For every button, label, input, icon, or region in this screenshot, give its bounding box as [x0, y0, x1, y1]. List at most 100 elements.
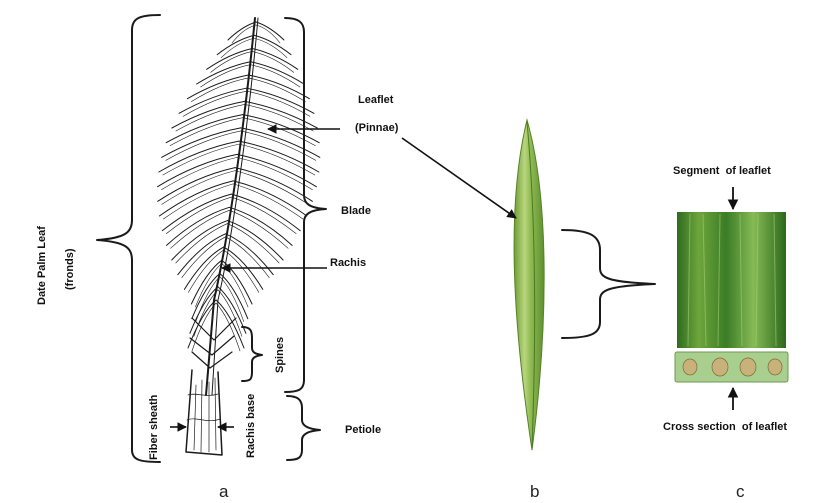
pinna-stroke [219, 273, 249, 320]
pinna-stroke [215, 302, 241, 352]
pinna-stroke [251, 47, 299, 70]
pinna-stroke [187, 299, 217, 349]
blade-label: Blade [341, 205, 371, 217]
panel-a-label: a [219, 482, 229, 501]
pinna-stroke [234, 170, 309, 205]
pinna-stroke [175, 223, 228, 264]
pinna-stroke [178, 87, 247, 114]
pinna-stroke [196, 61, 251, 85]
spines-brace [241, 326, 263, 382]
pinna-stroke [227, 21, 257, 41]
pinna-stroke [193, 289, 219, 337]
pinna-stroke [191, 302, 217, 352]
pinna-stroke [240, 127, 321, 158]
pinna-stroke [230, 196, 297, 234]
pinna-stroke [230, 193, 301, 232]
pinna-stroke [163, 183, 234, 220]
pinna-stroke [191, 273, 221, 320]
panel-b-label: b [530, 482, 539, 501]
pinna-stroke [158, 180, 234, 217]
segment-brace [561, 229, 656, 339]
pinna-stroke [162, 143, 240, 176]
panel-c-label: c [736, 482, 745, 501]
petiole-brace [286, 395, 321, 461]
pinna-stroke [186, 74, 249, 100]
pinna-stroke [255, 24, 281, 44]
pinna-stroke [236, 153, 317, 188]
pinna-stroke [171, 220, 228, 261]
pinna-stroke [247, 74, 310, 100]
pinna-stroke [177, 233, 227, 276]
pinna-stroke [240, 130, 317, 161]
pinna-stroke [231, 24, 257, 44]
pinna-stroke [221, 259, 253, 305]
pinna-stroke [210, 51, 253, 73]
spines-label: Spines [274, 337, 286, 373]
pinna-stroke [251, 51, 295, 73]
pinna-stroke [206, 47, 253, 70]
pinna-stroke [161, 127, 242, 158]
pinna-stroke [161, 193, 232, 232]
pinna-stroke [166, 206, 230, 246]
pinna-stroke [253, 37, 288, 58]
pinna-stroke [238, 143, 316, 176]
frond-pinnae [157, 21, 321, 352]
pinna-stroke [161, 157, 238, 190]
pinna-stroke [175, 104, 245, 132]
pinna-stroke [244, 104, 314, 132]
pinna-stroke [191, 77, 249, 102]
pinna-stroke [228, 206, 293, 246]
pinna-stroke [216, 34, 255, 56]
rachis-label: Rachis [330, 257, 366, 269]
pinna-stroke [181, 236, 226, 278]
pinna-stroke [190, 259, 223, 305]
leaflet-midrib [526, 121, 536, 449]
pinna-stroke [166, 196, 232, 234]
pinna-stroke [157, 167, 236, 202]
pinna-stroke [189, 286, 219, 334]
cross-section-label: Cross section of leaflet [663, 421, 787, 433]
pinna-stroke [220, 37, 255, 58]
pinna-stroke [170, 210, 230, 249]
pinna-stroke [226, 220, 284, 261]
pinna-stroke [249, 64, 301, 88]
pinna-stroke [255, 21, 285, 41]
pinna-stroke [223, 249, 260, 293]
segment-streaks [687, 213, 777, 347]
rachis-base-label: Rachis base [245, 394, 257, 458]
pinna-stroke [238, 140, 320, 173]
pinna-stroke [188, 249, 224, 293]
date-palm-leaf-label: Date Palm Leaf [36, 226, 48, 305]
pinna-stroke [244, 100, 318, 129]
petiole-label: Petiole [345, 424, 381, 436]
pinna-stroke [195, 262, 223, 308]
pinna-stroke [165, 114, 244, 144]
pinna-stroke [157, 153, 238, 188]
pinna-stroke [161, 170, 236, 205]
fronds-label: (fronds) [64, 248, 76, 290]
cross-section-cells [682, 357, 783, 377]
pinna-stroke [248, 77, 306, 102]
leaflet-segment-image [677, 212, 786, 348]
frond-drawing [185, 17, 259, 456]
pinna-stroke [242, 114, 320, 144]
pinna-stroke [249, 61, 305, 85]
fiber-sheath-label: Fiber sheath [148, 394, 160, 460]
blade-brace [284, 17, 327, 393]
segment-of-leaflet-label: Segment of leaflet [673, 165, 771, 177]
pinna-stroke [232, 183, 304, 220]
pinna-stroke [169, 117, 243, 146]
pinna-stroke [182, 90, 247, 117]
pinna-stroke [242, 117, 316, 146]
pinna-stroke [232, 180, 308, 217]
pinnae-label: (Pinnae) [355, 122, 399, 134]
pinna-stroke [171, 100, 246, 129]
frond-brace [96, 14, 161, 463]
leaflet-label: Leaflet [358, 94, 394, 106]
pinna-stroke [217, 289, 243, 337]
pinna-stroke [253, 34, 292, 56]
pinna-stroke [200, 64, 251, 88]
pinna-stroke [229, 210, 289, 249]
pinna-stroke [225, 233, 274, 276]
pinna-stroke [223, 246, 264, 290]
